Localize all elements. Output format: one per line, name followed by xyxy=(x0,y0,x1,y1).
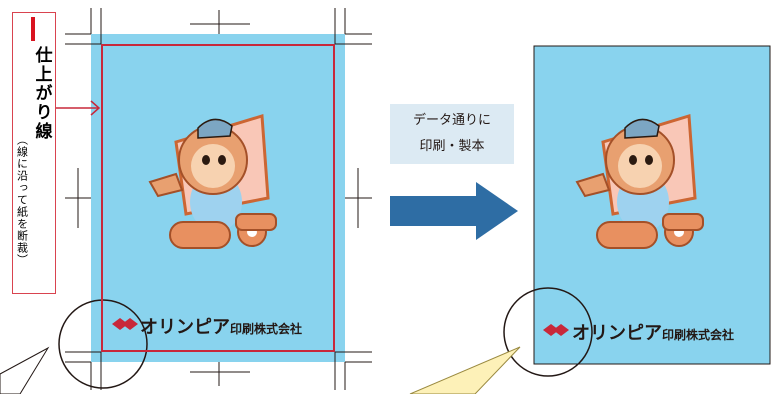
logo-mark-icon xyxy=(112,318,138,330)
print-note-line1: データ通りに xyxy=(412,113,491,128)
trim-line-subtitle: （線に沿って紙を断裁） xyxy=(15,134,29,266)
big-arrow xyxy=(390,182,518,240)
right-zoom-circle xyxy=(503,287,593,377)
bear-mascot-icon xyxy=(148,114,277,249)
left-callout-tail xyxy=(0,346,50,394)
print-note-line2: 印刷・製本 xyxy=(419,139,485,154)
trim-line-label xyxy=(12,12,56,294)
company-logo-right: オリンピア印刷株式会社 xyxy=(572,319,734,345)
logo-kanji: 印刷株式会社 xyxy=(230,322,303,336)
logo-mark-icon xyxy=(543,324,569,336)
logo-kana: オリンピア xyxy=(572,323,662,344)
left-zoom-circle xyxy=(58,299,148,389)
company-logo-left: オリンピア印刷株式会社 xyxy=(140,313,302,339)
bear-mascot-icon xyxy=(575,114,704,249)
trim-line-box xyxy=(101,44,335,352)
crop-marks xyxy=(65,8,372,390)
trim-line-title: 仕上がり線 xyxy=(31,46,52,141)
print-note: データ通りに 印刷・製本 xyxy=(390,104,514,164)
right-callout-tail xyxy=(409,346,521,394)
logo-kana: オリンピア xyxy=(140,317,230,338)
label-red-bar xyxy=(31,17,35,41)
logo-kanji: 印刷株式会社 xyxy=(662,328,735,342)
trim-line-label-text: 仕上がり線 （線に沿って紙を断裁） xyxy=(15,46,53,290)
